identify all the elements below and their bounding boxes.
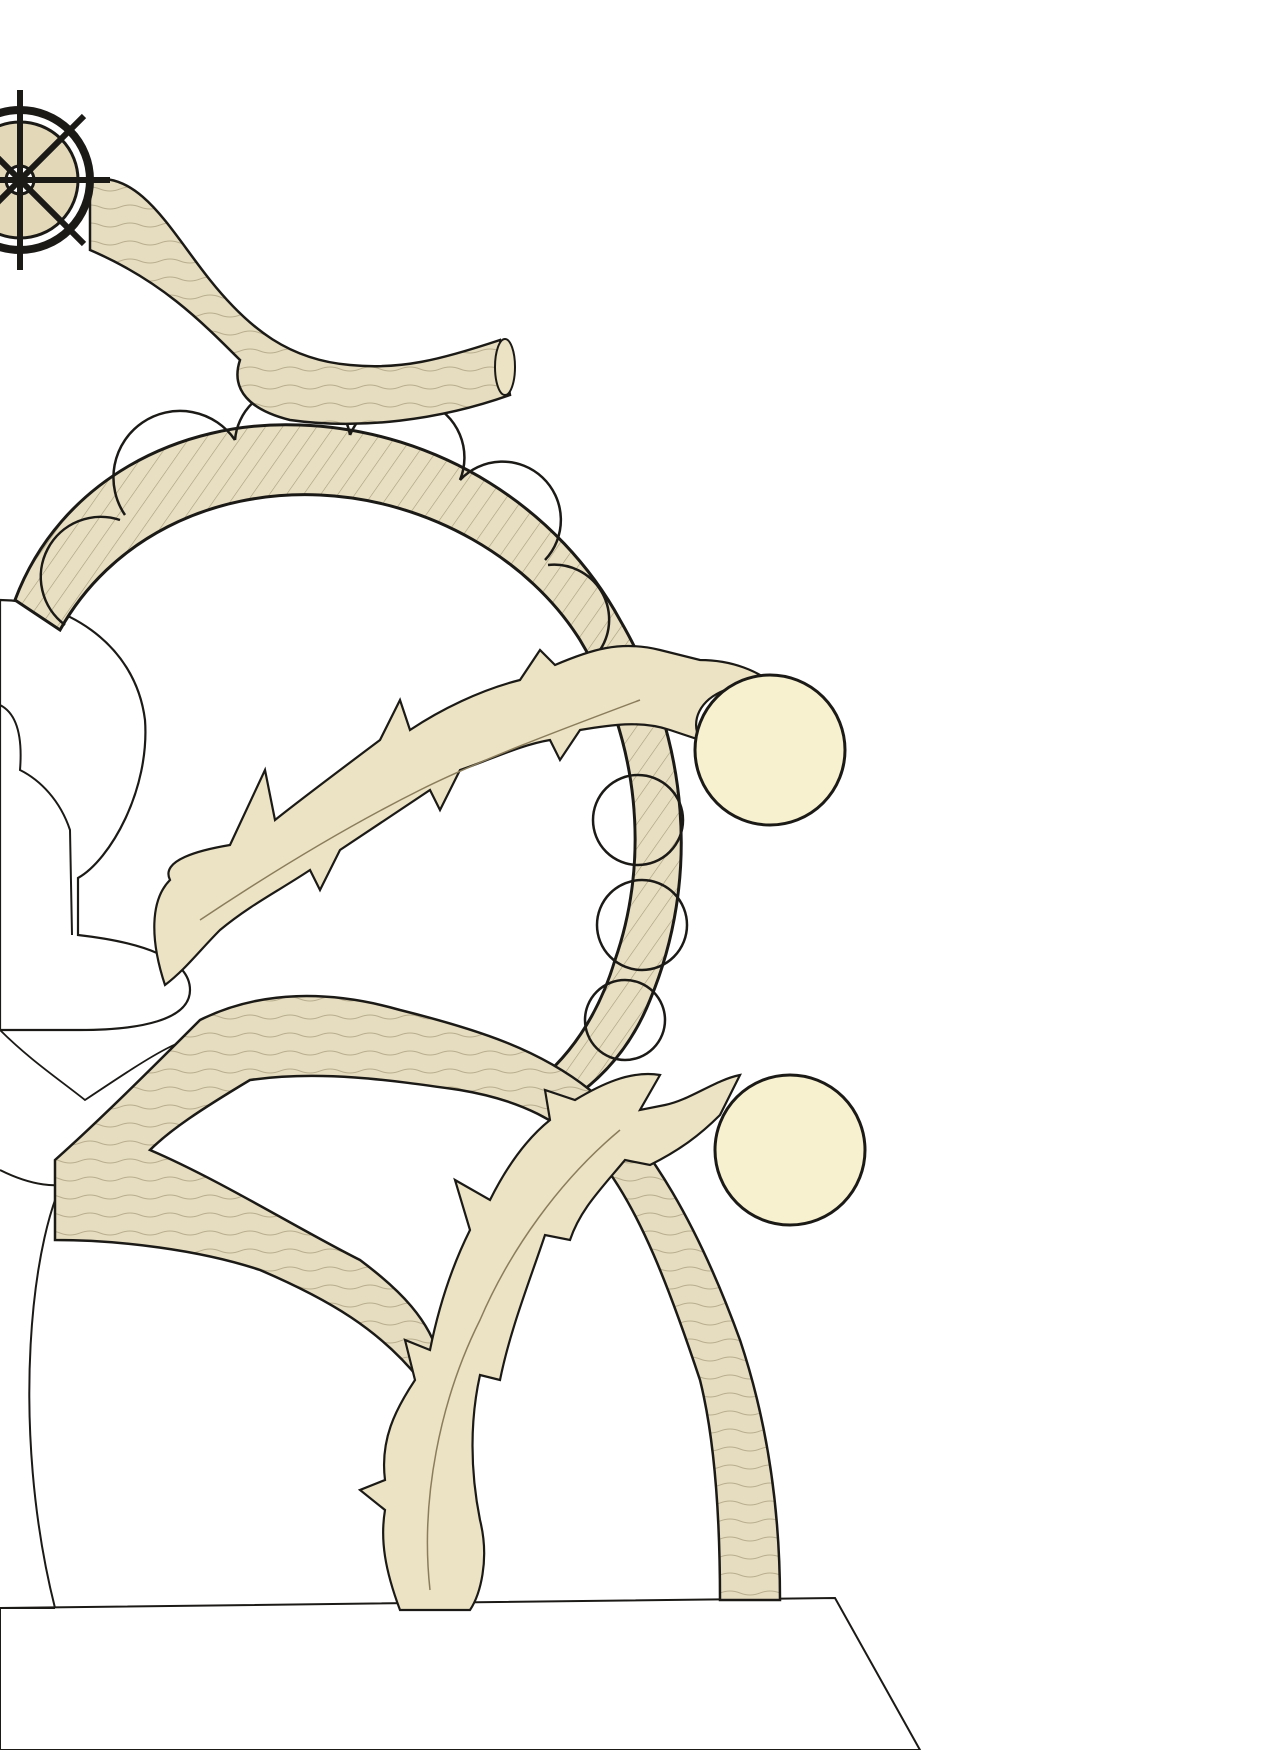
pedestal: [0, 1596, 922, 1750]
horn-tube: [88, 177, 516, 426]
upper-orb: [693, 673, 847, 827]
lower-orb: [713, 1073, 867, 1227]
ship-wheel: [0, 90, 110, 270]
lower-flame: [357, 1072, 742, 1612]
